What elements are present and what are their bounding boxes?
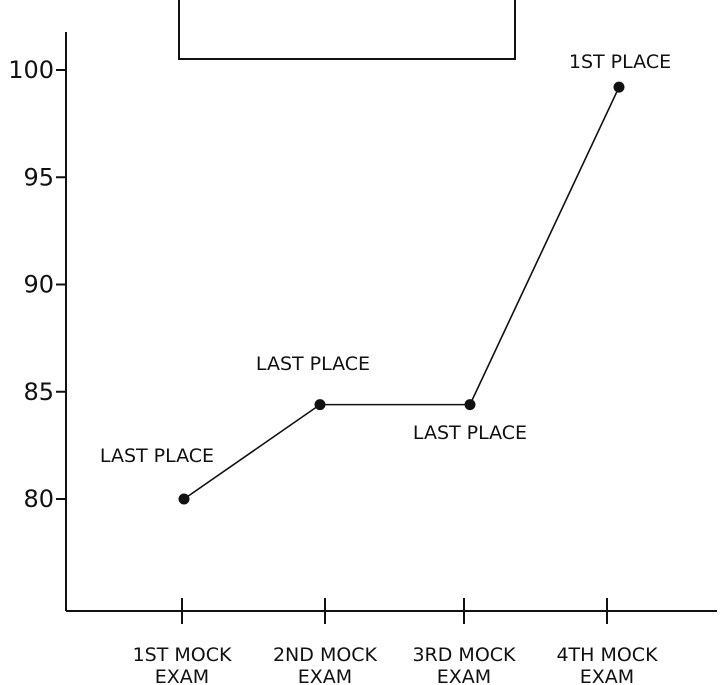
y-tick-label: 95 [23,163,54,191]
data-point-4 [613,81,625,93]
data-point-3 [464,399,476,411]
y-tick-label: 90 [23,271,54,299]
data-point-2 [314,399,326,411]
annotations-layer: LAST PLACE LAST PLACE LAST PLACE 1ST PLACE [100,51,671,467]
y-tick-label: 100 [8,56,54,84]
y-tick-label: 85 [23,378,54,406]
y-tick-label: 80 [23,485,54,513]
legend-box [178,0,516,60]
series-layer [178,81,625,505]
annotation-label: LAST PLACE [413,422,527,444]
annotation-label: LAST PLACE [100,445,214,467]
y-ticks: 80 85 90 95 100 [8,56,66,513]
data-point-1 [178,493,190,505]
series-line [183,86,620,500]
annotation-label: LAST PLACE [256,353,370,375]
annotation-label: 1ST PLACE [569,51,671,73]
